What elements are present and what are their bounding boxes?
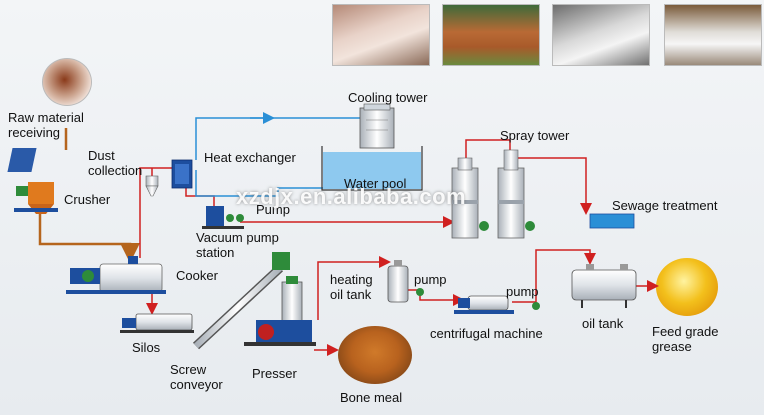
spray-pump-2 [525, 221, 535, 231]
oil-pump-2 [532, 302, 540, 310]
cooling-return-pipe [195, 170, 330, 197]
bone-meal-photo [338, 326, 412, 384]
silos-machine [120, 313, 194, 333]
vacuum-pump-unit [202, 206, 244, 229]
vacuum-line2: station [196, 245, 235, 260]
pigs-photo [332, 4, 430, 66]
screw-conveyor-label: Screw conveyor [170, 362, 223, 392]
vacuum-line1: Vacuum pump [196, 230, 279, 245]
exchanger-to-vacuum-pipe [185, 188, 215, 206]
spray-tower-1 [451, 157, 479, 239]
vacuum-pump-station-label: Vacuum pump station [196, 230, 279, 260]
heating-line2: oil tank [330, 287, 372, 302]
dust-line2: collection [88, 163, 143, 178]
centrifugal-machine-unit [454, 295, 514, 314]
pump-label: Pump [256, 202, 290, 217]
sewage-tank [589, 213, 635, 229]
spray-loop-pipe [465, 139, 511, 160]
centrifugal-machine-label: centrifugal machine [430, 326, 543, 341]
feed-conveyor [7, 148, 37, 172]
presser-machine [244, 276, 316, 346]
screw-line1: Screw [170, 362, 207, 377]
water-pool-basin [321, 146, 423, 191]
grease-line2: grease [652, 339, 692, 354]
dust-line1: Dust [88, 148, 115, 163]
heating-line1: heating [330, 272, 373, 287]
feed-grade-grease-label: Feed grade grease [652, 324, 719, 354]
crusher-label: Crusher [64, 192, 111, 207]
dust-collection-label: Dust collection [88, 148, 142, 178]
heating-oil-tank-label: heating oil tank [330, 272, 373, 302]
crusher-machine [14, 182, 58, 214]
crusher-to-cooker-pipe [38, 212, 140, 263]
spray-tower-label: Spray tower [500, 128, 570, 143]
cooker-vapor-pipe [139, 167, 172, 258]
dust-collector [145, 175, 159, 197]
watermark-text: xzdjx.en.alibaba.com [236, 184, 467, 209]
cattle-photo [442, 4, 540, 66]
heating-oil-tank-unit [387, 260, 409, 303]
pump-label-3: pump [506, 284, 539, 299]
raw-material-line1: Raw material [8, 110, 84, 125]
raw-material-label: Raw material receiving [8, 110, 84, 140]
oil-pump-1 [416, 288, 424, 296]
cooker-label: Cooker [176, 268, 218, 283]
presser-to-oil-pipe [317, 256, 391, 320]
oil-tank-label: oil tank [582, 316, 624, 331]
cooling-tower-label: Cooling tower [348, 90, 428, 105]
oil-tank-unit [571, 264, 637, 308]
cooling-supply-pipe [195, 117, 370, 160]
heat-exchanger-label: Heat exchanger [204, 150, 296, 165]
spray-to-sewage-pipe [518, 157, 592, 215]
cooling-tower-unit [359, 103, 395, 149]
poultry-photo [664, 4, 762, 66]
sewage-treatment-label: Sewage treatment [612, 198, 718, 213]
grease-line1: Feed grade [652, 324, 719, 339]
heat-exchanger-unit [171, 159, 193, 189]
spray-pump-1 [479, 221, 489, 231]
centrifuge-to-oiltank-pipe [512, 249, 596, 303]
grease-photo [656, 258, 718, 316]
silos-label: Silos [132, 340, 161, 355]
screw-line2: conveyor [170, 377, 223, 392]
pump-label-2: pump [414, 272, 447, 287]
screw-conveyor-machine [192, 252, 290, 350]
bone-meal-label: Bone meal [340, 390, 403, 405]
presser-label: Presser [252, 366, 297, 381]
cooker-machine [66, 256, 166, 294]
water-pool-label: Water pool [344, 176, 407, 191]
raw-material-photo [42, 58, 92, 106]
sheep-photo [552, 4, 650, 66]
spray-tower-2 [497, 149, 525, 239]
raw-material-line2: receiving [8, 125, 61, 140]
